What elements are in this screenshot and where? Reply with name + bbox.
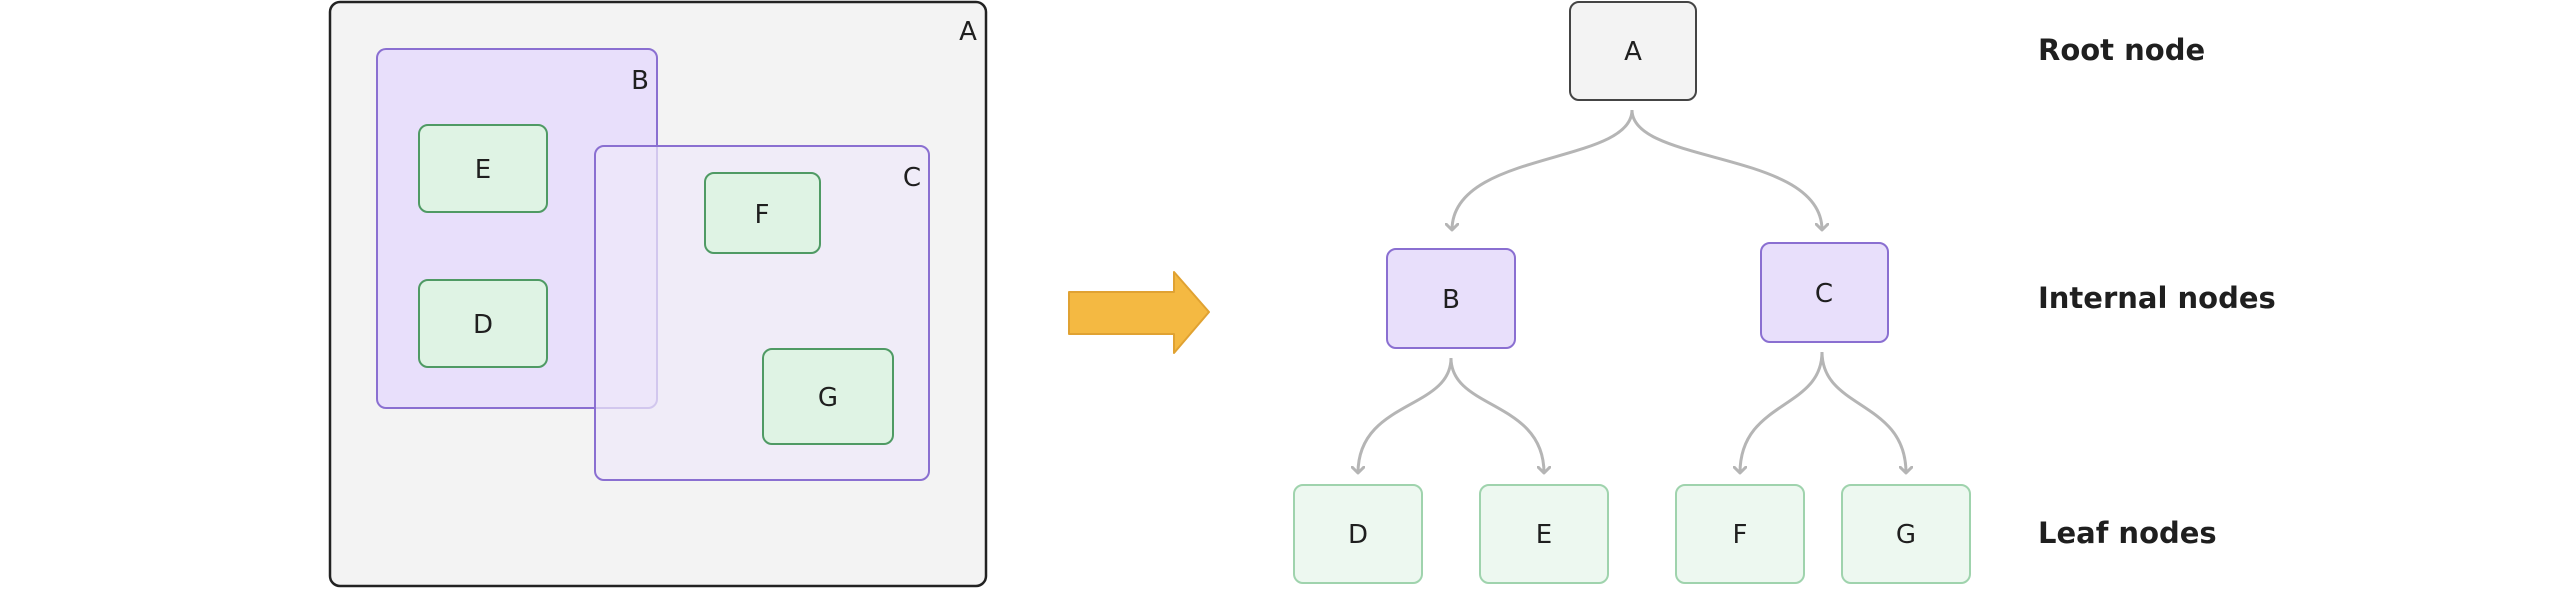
container-a-label: A <box>959 17 977 47</box>
edge-b-d <box>1358 357 1453 473</box>
group-c-label: C <box>903 163 921 193</box>
leaf-f-box <box>704 172 821 254</box>
tree-leaf-f-label: F <box>1733 520 1748 550</box>
transform-arrow <box>1068 271 1210 354</box>
tree-node-c-label: C <box>1815 279 1833 309</box>
leaf-d-label: D <box>473 310 493 340</box>
tree-leaf-e-label: E <box>1536 520 1552 550</box>
leaf-g-label: G <box>818 383 838 413</box>
edge-a-c <box>1630 109 1822 230</box>
tree-node-c <box>1760 242 1889 343</box>
edge-b-e <box>1449 357 1544 473</box>
tree-leaf-d-label: D <box>1348 520 1368 550</box>
leaf-e-box <box>418 124 548 213</box>
edge-a-b <box>1452 109 1634 230</box>
edge-c-g <box>1820 351 1906 473</box>
edge-c-f <box>1740 351 1824 473</box>
tier-label-root: Root node <box>2038 33 2205 67</box>
leaf-e-label: E <box>475 155 491 185</box>
tree-node-a-label: A <box>1624 37 1642 67</box>
tree-leaf-d <box>1293 484 1423 584</box>
tree-node-b-label: B <box>1442 285 1460 315</box>
tree-node-a <box>1569 1 1697 101</box>
tree-leaf-g <box>1841 484 1971 584</box>
tree-leaf-e <box>1479 484 1609 584</box>
tier-label-internal: Internal nodes <box>2038 281 2276 315</box>
leaf-f-label: F <box>755 200 770 230</box>
tree-leaf-f <box>1675 484 1805 584</box>
leaf-d-box <box>418 279 548 368</box>
group-b-label: B <box>631 66 649 96</box>
tier-label-leaf: Leaf nodes <box>2038 516 2217 550</box>
tree-node-b <box>1386 248 1516 349</box>
tree-leaf-g-label: G <box>1896 520 1916 550</box>
leaf-g-box <box>762 348 894 445</box>
